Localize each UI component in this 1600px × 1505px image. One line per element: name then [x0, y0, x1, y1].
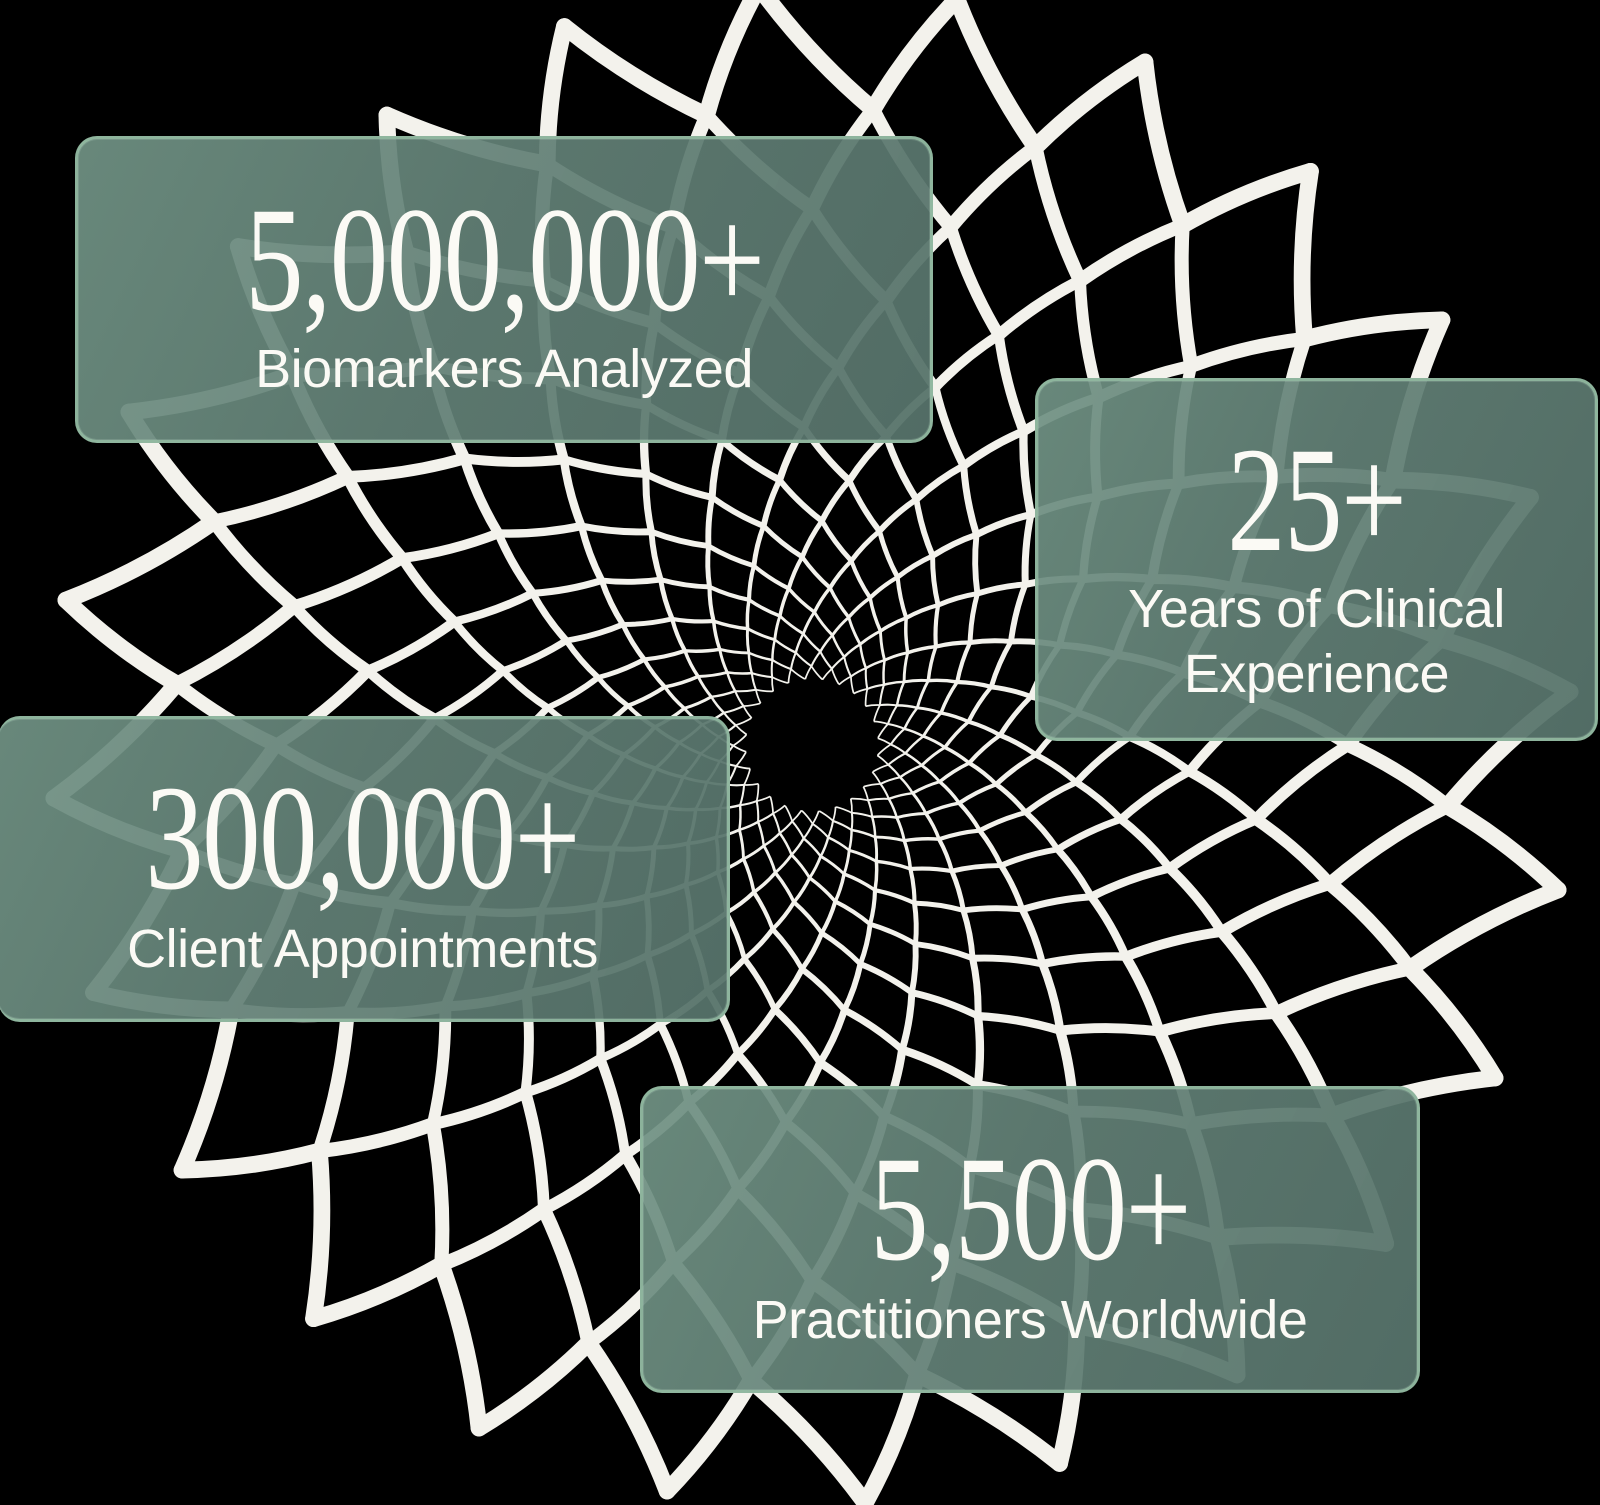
- stat-label: Years of Clinical: [1128, 579, 1505, 640]
- stat-label: Client Appointments: [127, 918, 598, 979]
- stat-label: Biomarkers Analyzed: [255, 339, 753, 400]
- stat-card-client-appointments: 300,000+ Client Appointments: [0, 716, 730, 1022]
- stat-card-years-experience: 25+ Years of Clinical Experience: [1035, 378, 1598, 741]
- stat-value: 5,500+: [870, 1126, 1191, 1293]
- stat-card-biomarkers: 5,000,000+ Biomarkers Analyzed: [75, 136, 933, 443]
- stat-value: 5,000,000+: [244, 177, 765, 344]
- stat-card-practitioners: 5,500+ Practitioners Worldwide: [640, 1086, 1420, 1393]
- stat-label: Practitioners Worldwide: [752, 1290, 1308, 1351]
- stat-value: 25+: [1227, 417, 1407, 584]
- stat-label: Experience: [1183, 643, 1450, 704]
- stat-value: 300,000+: [145, 754, 581, 921]
